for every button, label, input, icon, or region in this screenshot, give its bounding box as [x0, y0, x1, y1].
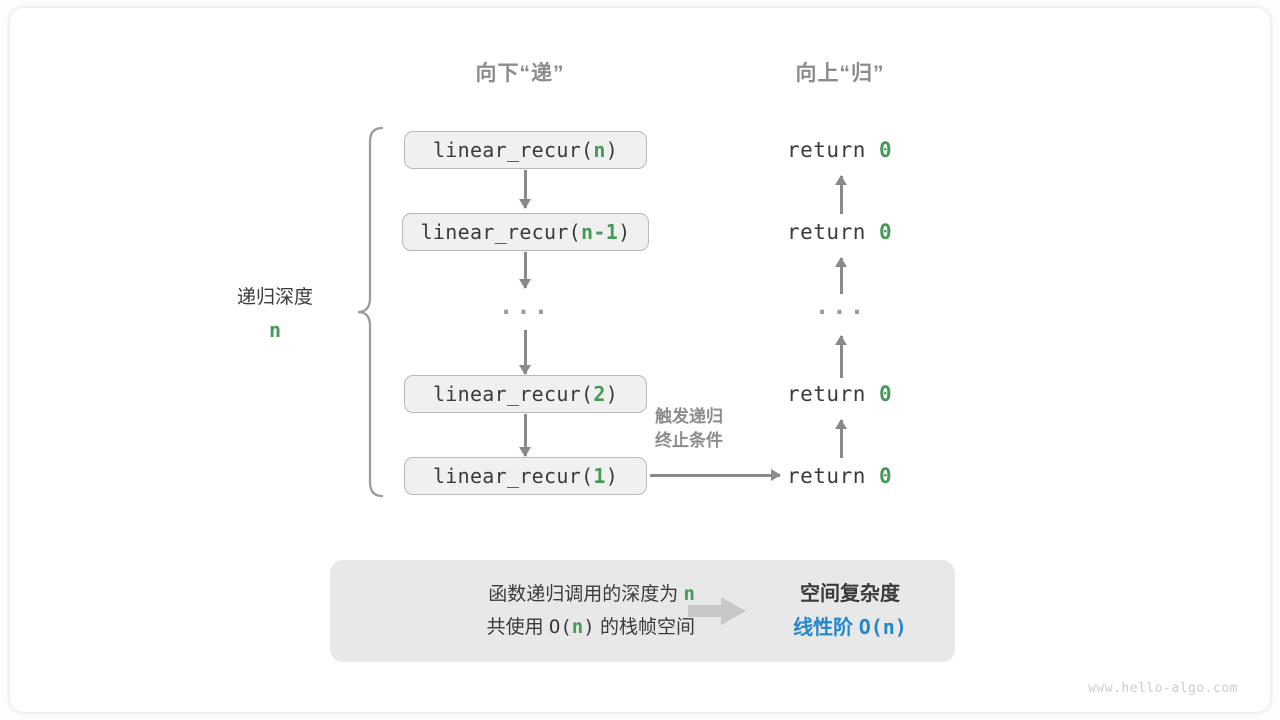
summary-result-title: 空间复杂度: [800, 583, 900, 605]
return-statement: return 0: [787, 220, 892, 244]
descend-arrow: [524, 414, 527, 456]
summary-line1-value: n: [683, 583, 695, 605]
return-keyword: return: [787, 382, 866, 406]
recursion-depth-brace: [357, 126, 384, 498]
descend-arrow: [524, 252, 527, 288]
call-frame-prefix: linear_recur(: [420, 220, 582, 244]
call-frame-box: linear_recur(1): [404, 457, 647, 495]
base-case-arrow: [650, 474, 780, 477]
summary-line2-suffix: 的栈帧空间: [599, 617, 695, 638]
returns-ellipsis: ···: [814, 298, 868, 326]
summary-line2-value: n: [571, 616, 584, 638]
column-header-descend: 向下“递”: [475, 62, 565, 85]
call-frame-arg: n: [593, 138, 606, 162]
call-frame-suffix: ): [618, 220, 631, 244]
call-stack-ellipsis: ···: [498, 298, 552, 326]
return-keyword: return: [787, 138, 866, 162]
base-case-note: 触发递归 终止条件: [655, 405, 785, 453]
call-frame-suffix: ): [605, 138, 619, 162]
base-case-note-line1: 触发递归: [655, 407, 723, 426]
return-keyword: return: [787, 220, 866, 244]
ascend-arrow: [840, 420, 843, 458]
call-frame-box: linear_recur(2): [404, 375, 647, 413]
summary-line1-text: 函数递归调用的深度为: [488, 584, 679, 605]
call-frame-prefix: linear_recur(: [432, 464, 594, 488]
call-frame-arg: 2: [593, 382, 606, 406]
descend-arrow: [524, 170, 527, 208]
call-frame-arg: 1: [593, 464, 606, 488]
ascend-arrow: [840, 336, 843, 378]
column-header-ascend: 向上“归”: [795, 62, 885, 85]
return-statement: return 0: [787, 382, 892, 406]
summary-result-label: 线性阶: [793, 617, 854, 639]
return-value: 0: [879, 138, 893, 162]
return-value: 0: [879, 464, 893, 488]
summary-line2-mono-close: ): [583, 616, 595, 638]
call-frame-prefix: linear_recur(: [432, 382, 594, 406]
summary-line-2: 共使用 O(n) 的栈帧空间: [355, 611, 695, 644]
return-value: 0: [879, 382, 893, 406]
return-statement: return 0: [787, 464, 892, 488]
watermark: www.hello-algo.com: [1088, 681, 1238, 696]
call-frame-suffix: ): [605, 464, 619, 488]
complexity-summary-panel: 函数递归调用的深度为 n 共使用 O(n) 的栈帧空间 空间复杂度 线性阶 O(…: [330, 560, 955, 662]
summary-description: 函数递归调用的深度为 n 共使用 O(n) 的栈帧空间: [355, 578, 695, 644]
summary-line2-mono-open: O(: [548, 616, 572, 638]
return-statement: return 0: [787, 138, 892, 162]
implies-arrow-icon: [688, 597, 746, 625]
call-frame-prefix: linear_recur(: [432, 138, 594, 162]
summary-result-value: 线性阶 O(n): [760, 611, 940, 645]
descend-arrow: [524, 330, 527, 374]
summary-line-1: 函数递归调用的深度为 n: [355, 578, 695, 611]
ascend-arrow: [840, 176, 843, 214]
summary-result-notation: O(n): [858, 615, 907, 639]
return-value: 0: [879, 220, 893, 244]
return-keyword: return: [787, 464, 866, 488]
recursion-depth-value: n: [268, 318, 282, 342]
ascend-arrow: [840, 258, 843, 294]
call-frame-box: linear_recur(n): [404, 131, 647, 169]
summary-line2-prefix: 共使用: [486, 617, 544, 638]
recursion-depth-label: 递归深度: [236, 287, 313, 308]
call-frame-box: linear_recur(n-1): [402, 213, 649, 251]
call-frame-suffix: ): [605, 382, 619, 406]
base-case-note-line2: 终止条件: [655, 431, 723, 450]
summary-result: 空间复杂度 线性阶 O(n): [760, 578, 940, 645]
call-frame-arg: n-1: [581, 220, 619, 244]
